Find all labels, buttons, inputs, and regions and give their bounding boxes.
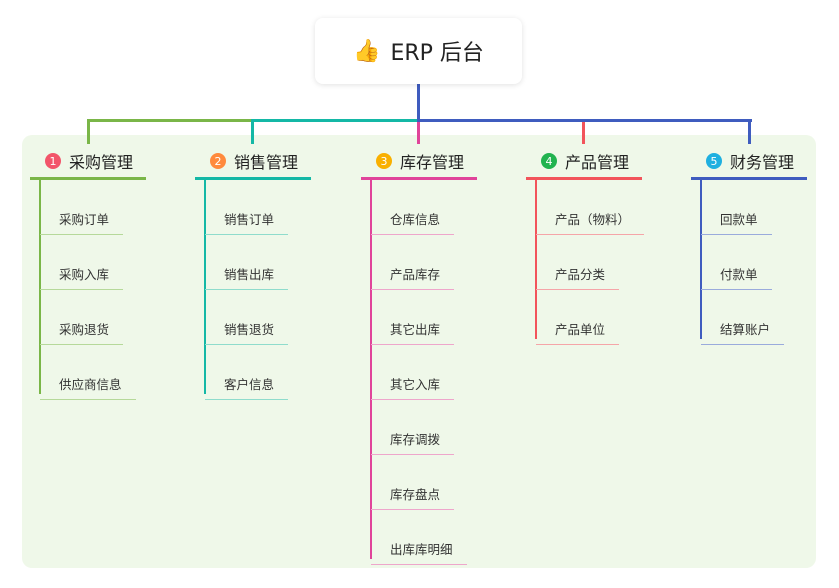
thumbs-up-icon: 👍 (353, 38, 381, 64)
branch-title: 采购管理 (69, 153, 134, 172)
number-badge: 3 (376, 153, 392, 169)
connector-drop (251, 119, 254, 144)
child-node[interactable]: 销售退货 (205, 319, 289, 345)
child-node[interactable]: 产品单位 (536, 319, 620, 345)
root-title: ERP 后台 (390, 41, 484, 66)
child-node[interactable]: 供应商信息 (40, 374, 136, 400)
diagram-background (22, 135, 816, 568)
connector-line (418, 119, 752, 122)
branch-header[interactable]: 1 采购管理 (30, 145, 146, 180)
child-node[interactable]: 采购订单 (40, 209, 124, 235)
child-node[interactable]: 其它出库 (371, 319, 455, 345)
number-badge: 4 (541, 153, 557, 169)
branch-line (204, 180, 206, 394)
branch-line (535, 180, 537, 339)
child-node[interactable]: 销售出库 (205, 264, 289, 290)
child-node[interactable]: 产品分类 (536, 264, 620, 290)
child-node[interactable]: 采购入库 (40, 264, 124, 290)
connector-line (252, 119, 421, 122)
branch-5: 5 财务管理回款单付款单结算账户 (691, 145, 807, 345)
branch-title: 产品管理 (565, 153, 630, 172)
root-trunk (417, 84, 420, 122)
root-node[interactable]: 👍 ERP 后台 (315, 18, 522, 84)
connector-drop (87, 119, 90, 144)
child-node[interactable]: 库存调拨 (371, 429, 455, 455)
child-node[interactable]: 销售订单 (205, 209, 289, 235)
branch-line (39, 180, 41, 394)
child-node[interactable]: 付款单 (701, 264, 772, 290)
branch-line (370, 180, 372, 559)
branch-title: 库存管理 (400, 153, 465, 172)
child-node[interactable]: 结算账户 (701, 319, 785, 345)
child-node[interactable]: 产品（物料） (536, 209, 645, 235)
child-node[interactable]: 仓库信息 (371, 209, 455, 235)
branch-title: 销售管理 (234, 153, 299, 172)
child-node[interactable]: 采购退货 (40, 319, 124, 345)
child-node[interactable]: 其它入库 (371, 374, 455, 400)
branch-line (700, 180, 702, 339)
branch-header[interactable]: 2 销售管理 (195, 145, 311, 180)
connector-drop (582, 119, 585, 144)
branch-2: 2 销售管理销售订单销售出库销售退货客户信息 (195, 145, 311, 400)
branch-header[interactable]: 3 库存管理 (361, 145, 477, 180)
child-node[interactable]: 产品库存 (371, 264, 455, 290)
child-node[interactable]: 客户信息 (205, 374, 289, 400)
branch-header[interactable]: 4 产品管理 (526, 145, 642, 180)
number-badge: 5 (706, 153, 722, 169)
connector-drop (417, 119, 420, 144)
branch-title: 财务管理 (730, 153, 795, 172)
child-node[interactable]: 出库库明细 (371, 539, 467, 565)
branch-3: 3 库存管理仓库信息产品库存其它出库其它入库库存调拨库存盘点出库库明细 (361, 145, 477, 565)
number-badge: 2 (210, 153, 226, 169)
connector-drop (748, 119, 751, 144)
branch-4: 4 产品管理产品（物料） 产品分类产品单位 (526, 145, 645, 345)
branch-1: 1 采购管理采购订单采购入库采购退货供应商信息 (30, 145, 146, 400)
child-node[interactable]: 库存盘点 (371, 484, 455, 510)
branch-header[interactable]: 5 财务管理 (691, 145, 807, 180)
child-node[interactable]: 回款单 (701, 209, 772, 235)
number-badge: 1 (45, 153, 61, 169)
